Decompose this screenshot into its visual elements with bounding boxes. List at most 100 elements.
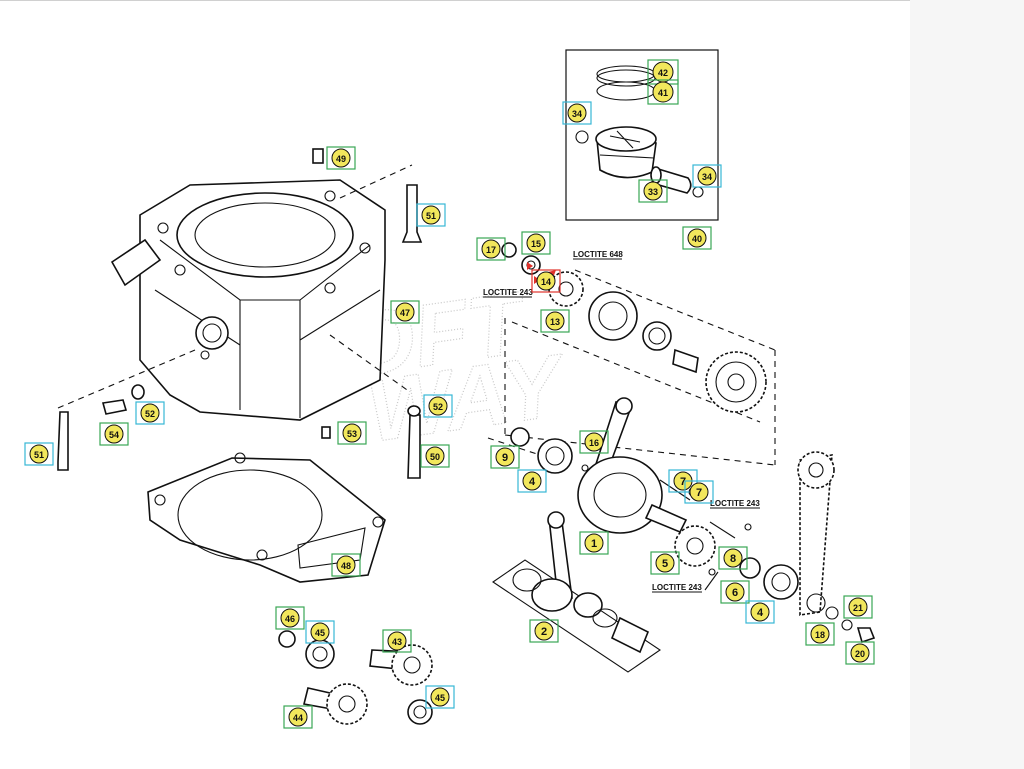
callout-circle (425, 446, 445, 466)
callout-circle (310, 622, 330, 642)
callout-box (682, 226, 712, 250)
callout-13[interactable]: 13 (540, 309, 570, 333)
callout-box (692, 164, 722, 188)
callout-51[interactable]: 51 (416, 203, 446, 227)
callout-40[interactable]: 40 (682, 226, 712, 250)
callout-7[interactable]: 7 (684, 480, 714, 504)
callout-box (517, 469, 547, 493)
callout-label: 7 (696, 487, 702, 499)
callout-label: 6 (732, 587, 738, 599)
callout-box (745, 600, 775, 624)
callout-20[interactable]: 20 (845, 641, 875, 665)
callout-54[interactable]: 54 (99, 422, 129, 446)
callout-8[interactable]: 8 (718, 546, 748, 570)
callout-label: 52 (145, 409, 155, 419)
callout-box (305, 620, 335, 644)
callout-4[interactable]: 4 (517, 469, 547, 493)
callout-45[interactable]: 45 (425, 685, 455, 709)
callout-2[interactable]: 2 (529, 619, 559, 643)
callout-label: 40 (692, 234, 702, 244)
callout-label: 52 (433, 402, 443, 412)
callout-41[interactable]: 41 (647, 79, 679, 105)
piston-pin (650, 166, 692, 194)
callout-label: 8 (730, 553, 736, 565)
callout-17[interactable]: 17 (476, 237, 506, 261)
callout-circle (545, 311, 565, 331)
callout-label: 45 (315, 628, 325, 638)
callout-box (337, 421, 367, 445)
callout-circle (655, 553, 675, 573)
callout-box (331, 553, 361, 577)
callout-43[interactable]: 43 (382, 629, 412, 653)
callout-34[interactable]: 34 (692, 164, 722, 188)
callout-50[interactable]: 50 (420, 444, 450, 468)
timing-sprocket (797, 451, 876, 644)
callout-16[interactable]: 16 (579, 430, 609, 454)
callout-14[interactable]: 14 (531, 269, 561, 293)
callout-18[interactable]: 18 (805, 622, 835, 646)
callout-circle (567, 103, 587, 123)
callout-label: 50 (430, 452, 440, 462)
callout-circle (331, 148, 351, 168)
callout-box (529, 619, 559, 643)
callout-box (805, 622, 835, 646)
note-loctite-648: LOCTITE 648 (573, 250, 623, 259)
callout-33[interactable]: 33 (638, 179, 668, 203)
callout-46[interactable]: 46 (275, 606, 305, 630)
callout-box (490, 445, 520, 469)
note-loctite-243-top: LOCTITE 243 (483, 288, 533, 297)
callout-51[interactable]: 51 (24, 442, 54, 466)
callout-1[interactable]: 1 (579, 531, 609, 555)
callout-box (390, 300, 420, 324)
callout-box (326, 146, 356, 170)
callout-circle (428, 396, 448, 416)
callout-5[interactable]: 5 (650, 551, 680, 575)
callout-box (283, 705, 313, 729)
callout-box (720, 580, 750, 604)
callout-box (135, 401, 165, 425)
callout-box (521, 231, 551, 255)
callout-21[interactable]: 21 (843, 595, 873, 619)
callout-label: 54 (109, 430, 119, 440)
callout-label: 14 (541, 277, 551, 287)
callout-circle (336, 555, 356, 575)
callout-label: 1 (591, 538, 597, 550)
cylinder (110, 179, 386, 421)
callout-circle (810, 624, 830, 644)
callout-box (425, 685, 455, 709)
callout-6[interactable]: 6 (720, 580, 750, 604)
cylinder-gasket (147, 452, 386, 583)
callout-53[interactable]: 53 (337, 421, 367, 445)
callout-label: 51 (34, 450, 44, 460)
piston-rings (596, 65, 656, 101)
callout-15[interactable]: 15 (521, 231, 551, 255)
callout-label: 44 (293, 713, 303, 723)
callout-label: 42 (658, 68, 668, 78)
callout-circle (342, 423, 362, 443)
callout-4[interactable]: 4 (745, 600, 775, 624)
callout-label: 18 (815, 630, 825, 640)
callout-circle (850, 643, 870, 663)
callout-box (99, 422, 129, 446)
callout-circle (522, 471, 542, 491)
callout-box (420, 444, 450, 468)
callout-9[interactable]: 9 (490, 445, 520, 469)
callout-box (24, 442, 54, 466)
callout-label: 4 (529, 476, 536, 488)
piston-kit-frame (565, 49, 719, 221)
callout-label: 48 (341, 561, 351, 571)
callout-circle (750, 602, 770, 622)
callout-label: 5 (662, 558, 668, 570)
callout-circle (725, 582, 745, 602)
callout-box (845, 641, 875, 665)
callout-48[interactable]: 48 (331, 553, 361, 577)
callout-34[interactable]: 34 (562, 101, 592, 125)
loctite-notes: LOCTITE 648 LOCTITE 243 LOCTITE 243 LOCT… (483, 250, 760, 593)
callout-49[interactable]: 49 (326, 146, 356, 170)
callout-52[interactable]: 52 (423, 394, 453, 418)
callout-44[interactable]: 44 (283, 705, 313, 729)
callout-52[interactable]: 52 (135, 401, 165, 425)
callout-45[interactable]: 45 (305, 620, 335, 644)
callout-47[interactable]: 47 (390, 300, 420, 324)
